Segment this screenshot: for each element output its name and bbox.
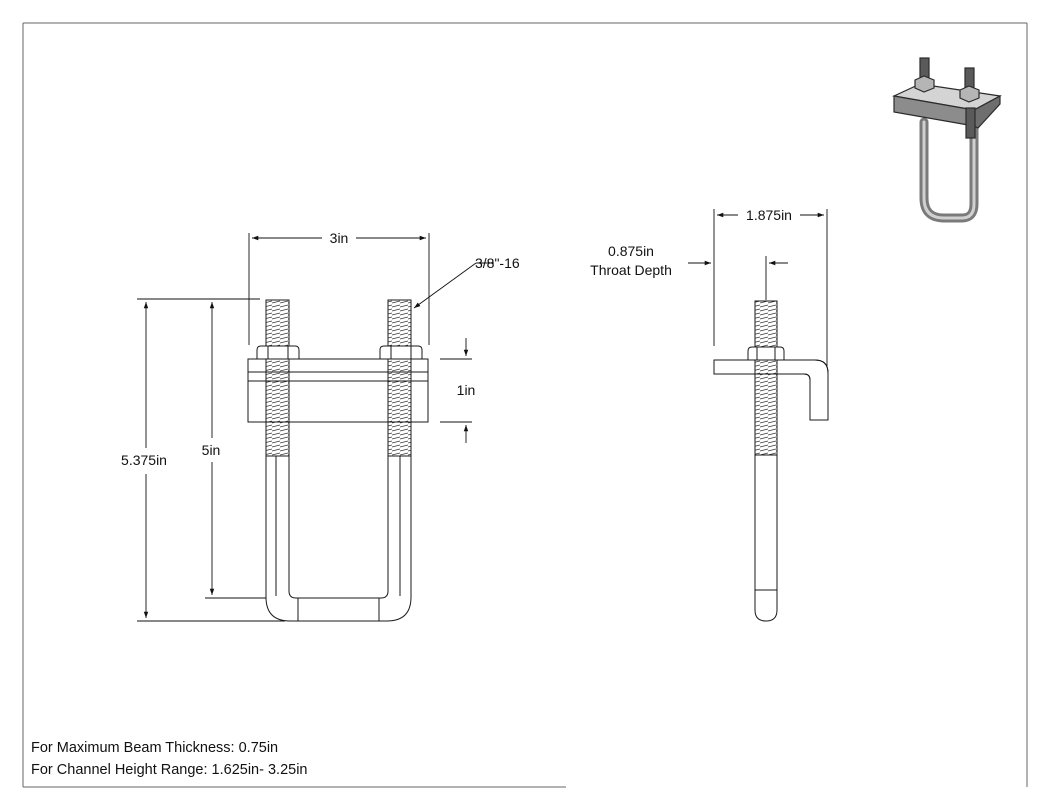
- iso-nut-right: [959, 85, 980, 103]
- u-bolt-body: [265, 456, 412, 622]
- throat-depth-value-label: 0.875in: [608, 243, 654, 259]
- front-view: [247, 299, 429, 622]
- width-label: 3in: [330, 230, 349, 246]
- plate-height-label: 1in: [457, 382, 476, 398]
- side-thread-rod: [754, 300, 778, 456]
- side-view: [713, 300, 829, 622]
- side-nut: [747, 346, 785, 361]
- side-dimensions: [688, 209, 828, 366]
- side-width-label: 1.875in: [746, 207, 792, 223]
- thread-height-label: 5in: [202, 442, 221, 458]
- iso-nut-left: [914, 75, 935, 93]
- front-dimensions: [137, 233, 494, 622]
- beam-thickness-note: For Maximum Beam Thickness: 0.75in: [31, 740, 279, 756]
- left-nut: [256, 345, 300, 360]
- clamp-plate: [247, 358, 429, 423]
- side-dimension-labels: 1.875in 0.875in Throat Depth: [590, 207, 792, 278]
- right-nut: [379, 345, 423, 360]
- sheet-border: [22, 22, 1028, 788]
- throat-depth-label: Throat Depth: [590, 262, 672, 278]
- overall-height-label: 5.375in: [121, 452, 167, 468]
- side-shank: [754, 455, 778, 622]
- front-dimension-labels: 3in 5.375in 5in 1in 3/8"-16: [121, 230, 520, 468]
- thread-spec-label: 3/8"-16: [475, 255, 520, 271]
- channel-height-note: For Channel Height Range: 1.625in- 3.25i…: [31, 762, 308, 778]
- isometric-render: [892, 57, 1002, 223]
